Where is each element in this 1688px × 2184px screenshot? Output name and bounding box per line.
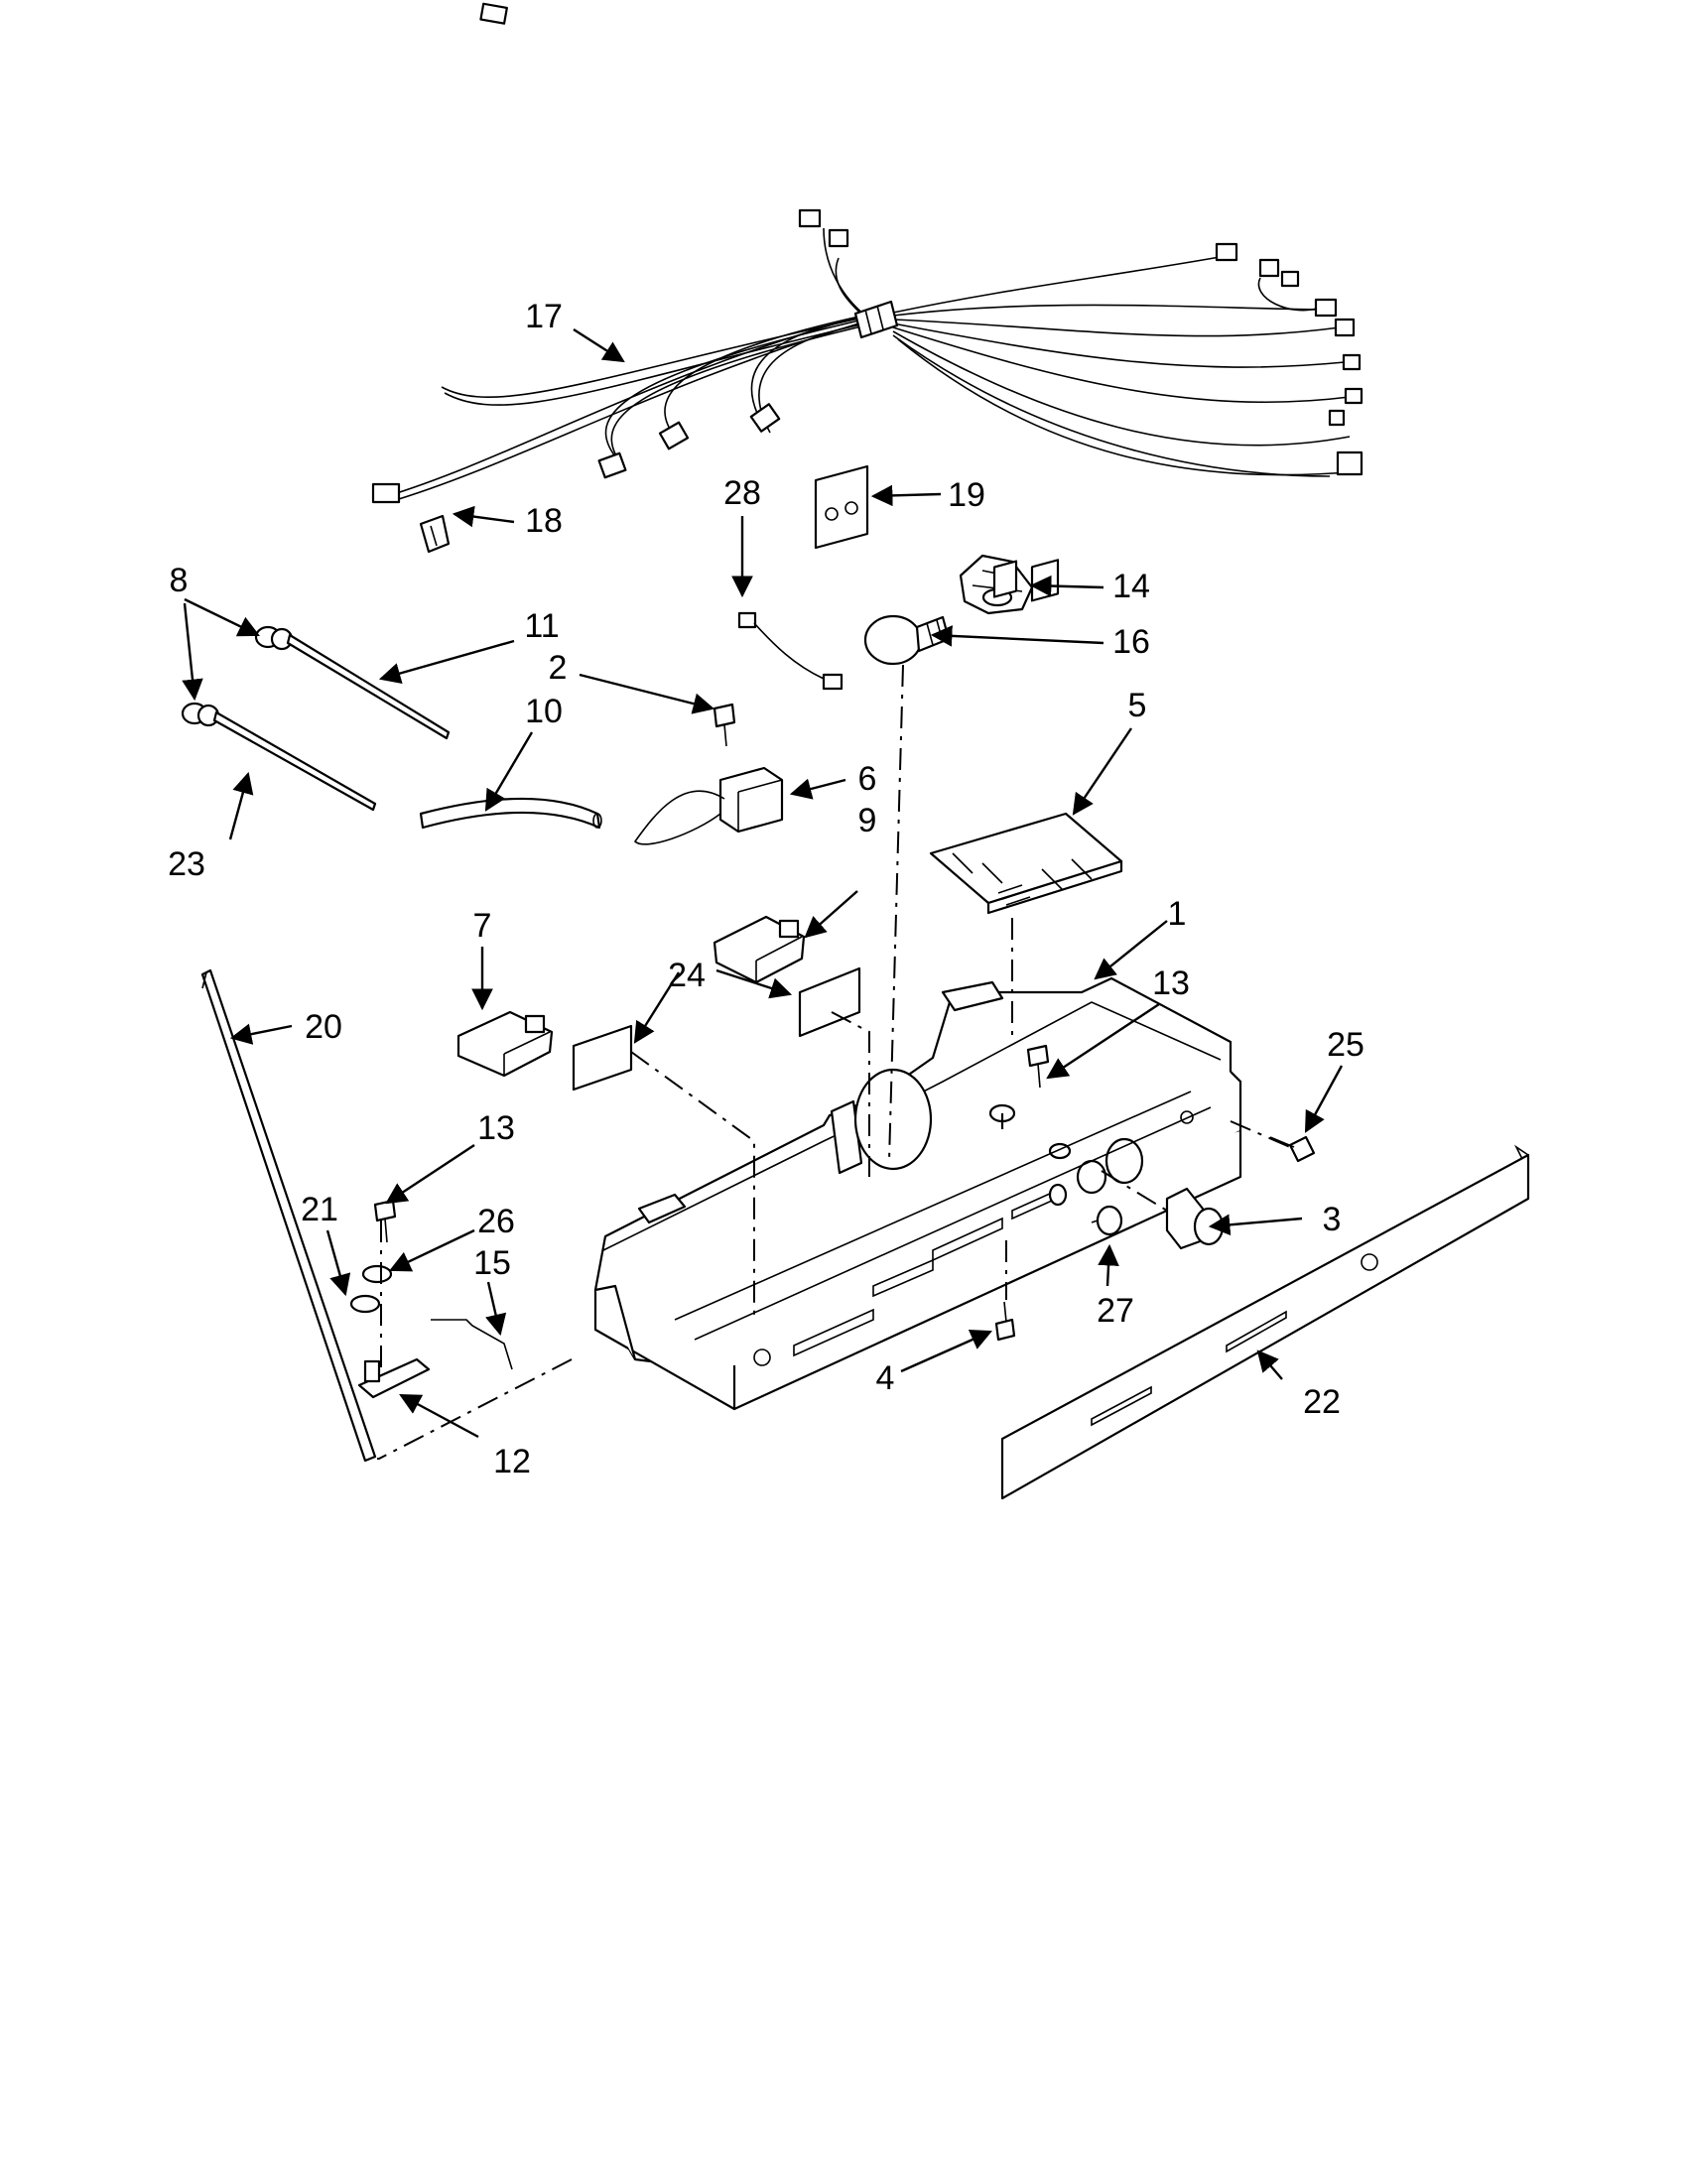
part-23-sensor-rod	[212, 710, 377, 812]
part-6-switch	[633, 766, 784, 845]
callout-15: 15	[473, 1244, 511, 1282]
part-13-screw-lower	[373, 1199, 397, 1243]
callout-7: 7	[473, 907, 492, 945]
callout-17: 17	[525, 298, 563, 335]
callout-13-lower: 13	[477, 1109, 515, 1147]
callout-21: 21	[301, 1191, 338, 1228]
part-21-washer	[349, 1294, 381, 1314]
callout-19: 19	[948, 476, 985, 514]
callout-8: 8	[170, 562, 189, 599]
callout-13-upper: 13	[1152, 964, 1190, 1002]
part-11-sensor-rod	[286, 633, 451, 740]
part-8-grommets	[181, 625, 294, 727]
leader-lines	[182, 327, 1344, 1439]
part-24-labels	[572, 966, 861, 1092]
part-5-control-board	[929, 559, 1123, 915]
callout-10: 10	[525, 693, 563, 730]
callout-5: 5	[1128, 687, 1147, 724]
callout-18: 18	[525, 502, 563, 540]
callout-14: 14	[1112, 568, 1150, 605]
callout-26: 26	[477, 1203, 515, 1240]
part-16-light-bulb	[863, 614, 951, 666]
callout-2: 2	[549, 649, 568, 687]
wire-harness	[371, 2, 1363, 504]
callout-22: 22	[1303, 1383, 1341, 1421]
part-22-trim	[1000, 1144, 1530, 1500]
part-12-hinge-bracket	[357, 1357, 431, 1399]
callout-6: 6	[858, 760, 877, 798]
part-3-knob	[1165, 1187, 1225, 1250]
callout-1: 1	[1168, 895, 1187, 933]
part-18-clip	[419, 514, 451, 554]
assembly-lines	[377, 664, 1291, 1460]
callout-27: 27	[1097, 1292, 1134, 1330]
callout-4: 4	[876, 1359, 895, 1397]
part-9-bracket	[713, 915, 806, 984]
part-25-screw	[1269, 1135, 1316, 1163]
callout-20: 20	[305, 1008, 342, 1046]
callout-25: 25	[1327, 1026, 1364, 1064]
part-28-jumper	[737, 611, 844, 691]
part-1-control-housing	[593, 976, 1242, 1411]
part-26-washer	[361, 1264, 393, 1284]
part-10-tube	[419, 797, 602, 830]
part-4-screw	[994, 1301, 1016, 1342]
callout-12: 12	[493, 1443, 531, 1480]
callout-labels: 17 18 19 28 14 16 8 11 2 10 23 6 5 9 7 2…	[168, 298, 1364, 1480]
callout-3: 3	[1323, 1201, 1342, 1238]
callout-28: 28	[723, 474, 761, 512]
part-7-bracket	[456, 1010, 554, 1078]
part-2-screw	[713, 703, 736, 747]
callout-9: 9	[858, 802, 877, 839]
part-19-pad	[814, 464, 869, 550]
callout-16: 16	[1112, 623, 1150, 661]
part-15-spring	[431, 1319, 513, 1370]
callout-11: 11	[524, 607, 559, 645]
callout-23: 23	[168, 845, 205, 883]
part-27-button	[1091, 1205, 1123, 1236]
part-20-strip	[200, 968, 377, 1463]
callout-24: 24	[668, 957, 706, 994]
